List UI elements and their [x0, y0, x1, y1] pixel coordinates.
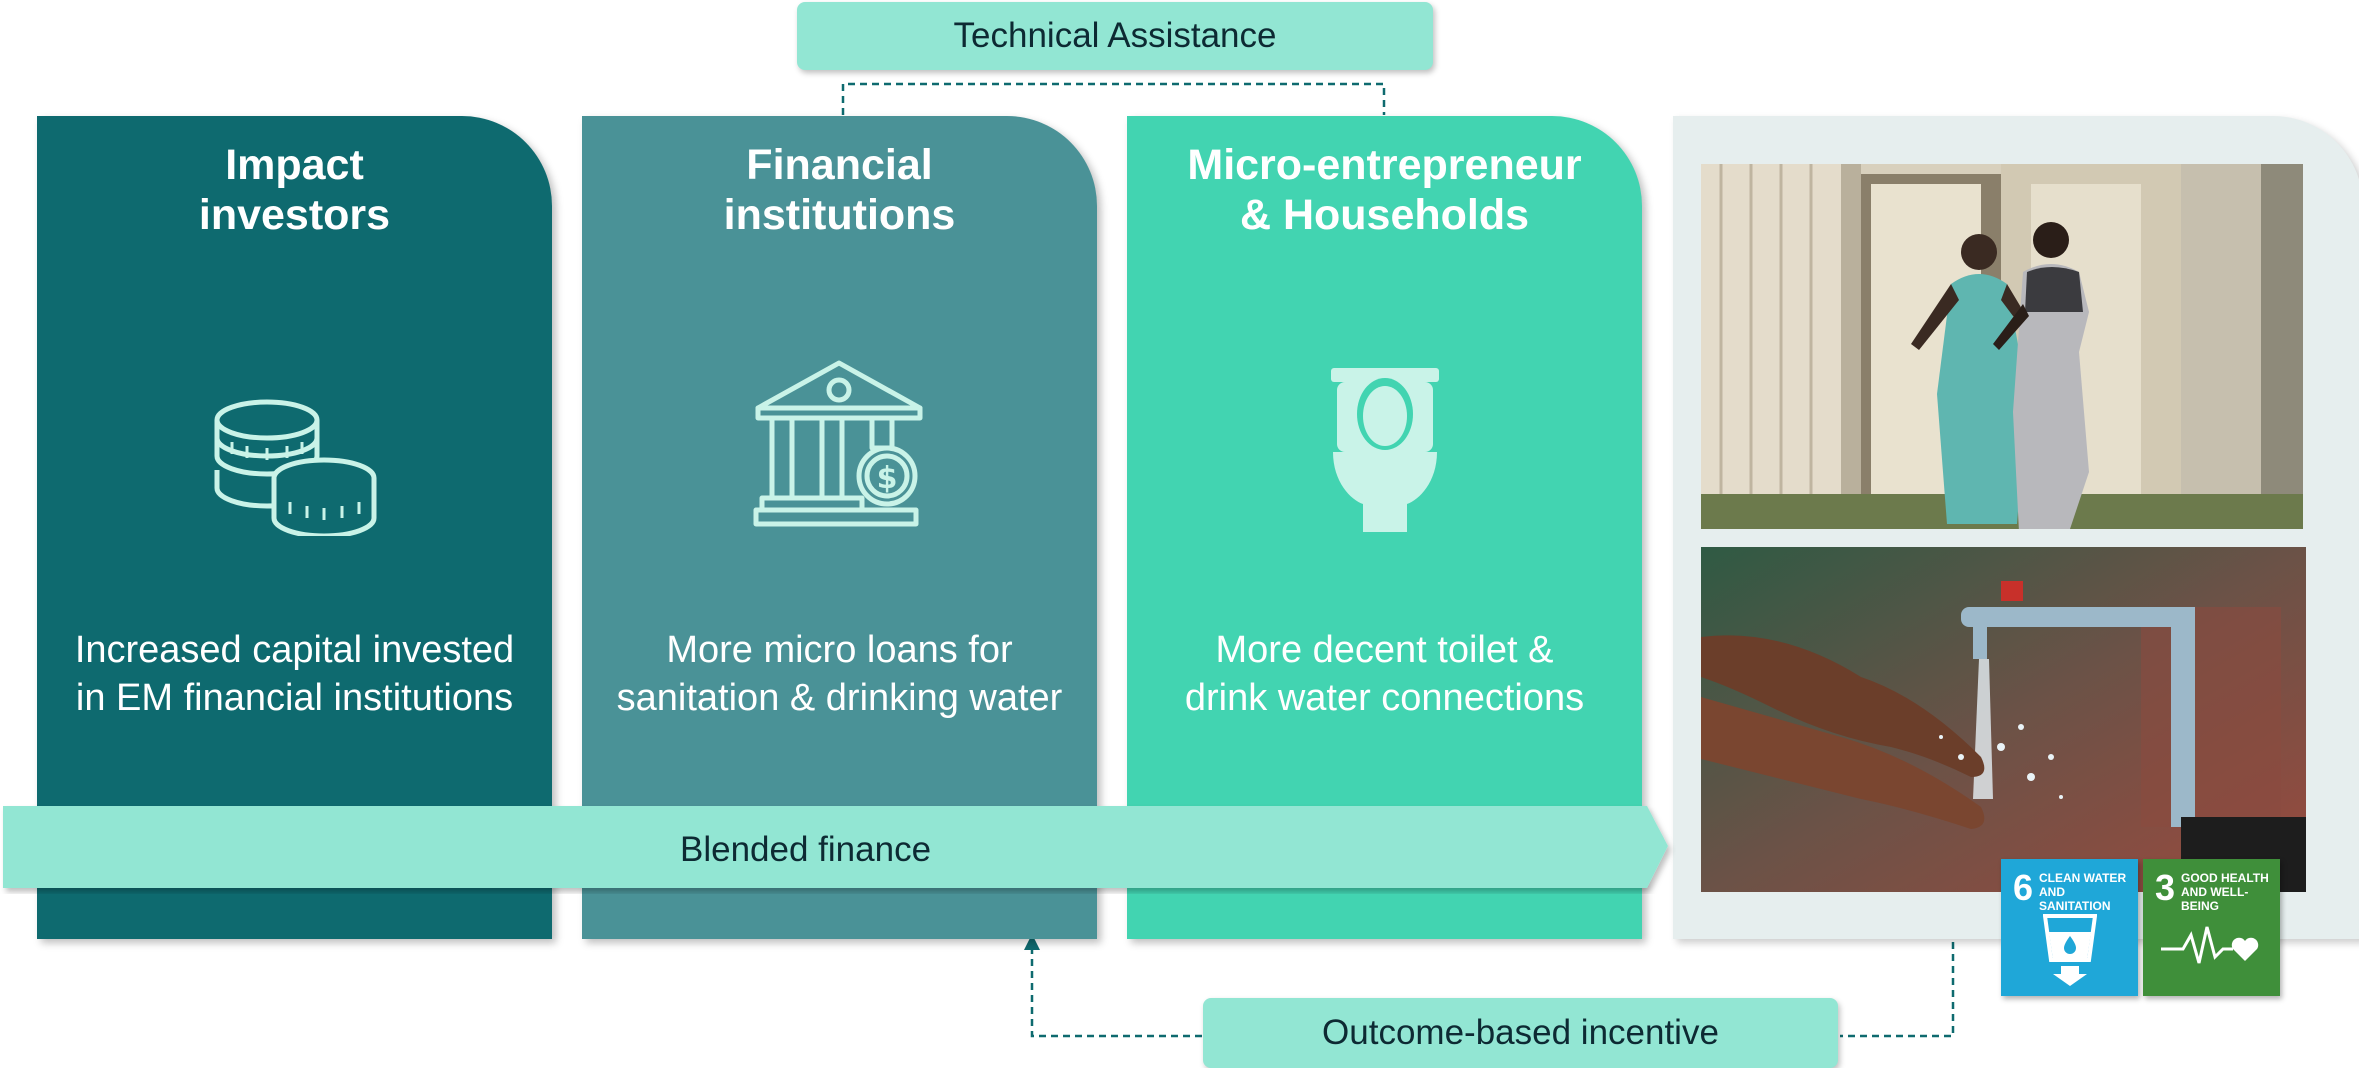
technical-assistance-connector	[841, 82, 1386, 115]
card-title: Impact investors	[198, 141, 391, 239]
technical-assistance-text: Technical Assistance	[953, 16, 1277, 55]
sdg-6-badge: 6 CLEAN WATER AND SANITATION	[2001, 859, 2138, 996]
heartbeat-icon	[2161, 926, 2259, 964]
technical-assistance-label: Technical Assistance	[797, 2, 1433, 70]
card-title: Financial institutions	[723, 141, 956, 239]
sdg-3-badge: 3 GOOD HEALTH AND WELL-BEING	[2143, 859, 2280, 996]
coins-icon	[214, 399, 377, 536]
blended-finance-label: Blended finance	[680, 830, 932, 869]
card-description: More decent toilet & drink water connect…	[1184, 629, 1585, 719]
households-card: Micro-entrepreneur & Households More dec…	[1127, 116, 1642, 939]
water-glass-icon	[2043, 914, 2097, 986]
blended-finance-arrow	[3, 806, 1668, 888]
outcome-incentive-text: Outcome-based incentive	[1322, 1013, 1719, 1052]
toilet-icon	[1331, 368, 1439, 532]
outcome-incentive-connector	[1030, 930, 1955, 1038]
svg-text:$: $	[877, 461, 898, 496]
financial-institutions-card: Financial institutions $ More micro loan…	[582, 116, 1097, 939]
bank-icon: $	[753, 360, 923, 527]
impact-investors-card: Impact investors Increased capital inves…	[37, 116, 552, 939]
outcome-incentive-label: Outcome-based incentive	[1203, 998, 1838, 1068]
card-description: Increased capital invested in EM financi…	[74, 629, 515, 719]
handwashing-photo	[1701, 547, 2306, 892]
card-title: Micro-entrepreneur & Households	[1187, 141, 1582, 239]
card-description: More micro loans for sanitation & drinki…	[616, 629, 1063, 719]
outhouse-photo	[1701, 164, 2303, 529]
